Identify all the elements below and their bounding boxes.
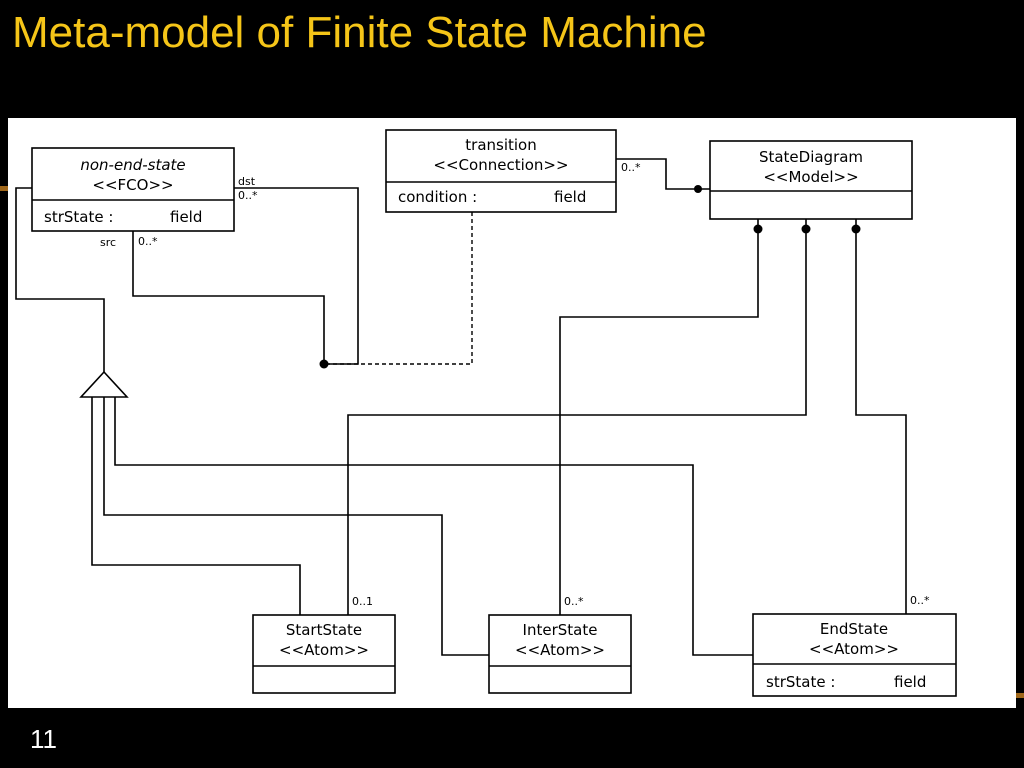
dst-multiplicity-label: 0..* — [238, 189, 258, 202]
state-diagram-stereotype: <<Model>> — [763, 168, 858, 186]
accent-line-left — [0, 186, 8, 191]
slide-title: Meta-model of Finite State Machine — [12, 8, 707, 57]
transition-attribute: condition : — [398, 188, 477, 206]
start-containment-line — [347, 219, 807, 615]
state-diagram-class[interactable]: StateDiagram <<Model>> — [709, 140, 913, 220]
start-state-class[interactable]: StartState <<Atom>> — [252, 614, 396, 694]
non-end-state-stereotype: <<FCO>> — [92, 176, 173, 194]
end-state-class[interactable]: EndState <<Atom>> strState : field — [752, 613, 957, 697]
generalization-triangle-icon — [79, 370, 129, 398]
dst-association-line — [234, 187, 359, 365]
transition-name: transition — [465, 136, 536, 154]
diagram-canvas: non-end-state <<FCO>> strState : field t… — [8, 118, 1016, 708]
start-containment-dot — [801, 224, 811, 234]
src-association-line — [132, 231, 325, 364]
inter-containment-line — [559, 219, 759, 615]
end-state-name: EndState — [820, 620, 888, 638]
page-number: 11 — [30, 724, 57, 754]
transition-class[interactable]: transition <<Connection>> condition : fi… — [385, 129, 617, 213]
inter-state-class[interactable]: InterState <<Atom>> — [488, 614, 632, 694]
start-multiplicity-label: 0..1 — [352, 595, 373, 608]
non-end-state-attribute-type: field — [170, 208, 202, 226]
inter-containment-dot — [753, 224, 763, 234]
dst-role-label: dst — [238, 175, 256, 188]
generalization-end-line — [114, 397, 753, 656]
transition-stereotype: <<Connection>> — [433, 156, 568, 174]
transition-containment-dot — [694, 185, 702, 193]
end-state-stereotype: <<Atom>> — [809, 640, 899, 658]
non-end-state-class[interactable]: non-end-state <<FCO>> strState : field — [31, 147, 235, 232]
end-state-attribute-type: field — [894, 673, 926, 691]
inter-state-stereotype: <<Atom>> — [515, 641, 605, 659]
src-role-label: src — [100, 236, 116, 249]
start-state-stereotype: <<Atom>> — [279, 641, 369, 659]
generalization-inter-line — [103, 397, 489, 656]
inter-multiplicity-label: 0..* — [564, 595, 584, 608]
transition-multiplicity-label: 0..* — [621, 161, 641, 174]
accent-line-right — [1016, 693, 1024, 698]
generalization-parent-line — [15, 187, 105, 372]
end-containment-dot — [851, 224, 861, 234]
inter-state-name: InterState — [523, 621, 598, 639]
state-diagram-name: StateDiagram — [759, 148, 863, 166]
transition-attribute-type: field — [554, 188, 586, 206]
non-end-state-attribute: strState : — [44, 208, 113, 226]
end-multiplicity-label: 0..* — [910, 594, 930, 607]
start-state-name: StartState — [286, 621, 362, 639]
end-state-attribute: strState : — [766, 673, 835, 691]
association-class-link — [326, 212, 473, 365]
end-containment-line — [855, 219, 907, 614]
src-multiplicity-label: 0..* — [138, 235, 158, 248]
uml-diagram: non-end-state <<FCO>> strState : field t… — [15, 129, 957, 697]
transition-containment-line — [616, 158, 710, 190]
non-end-state-name: non-end-state — [80, 156, 185, 174]
association-join-dot — [319, 359, 329, 369]
generalization-start-line — [91, 397, 301, 615]
